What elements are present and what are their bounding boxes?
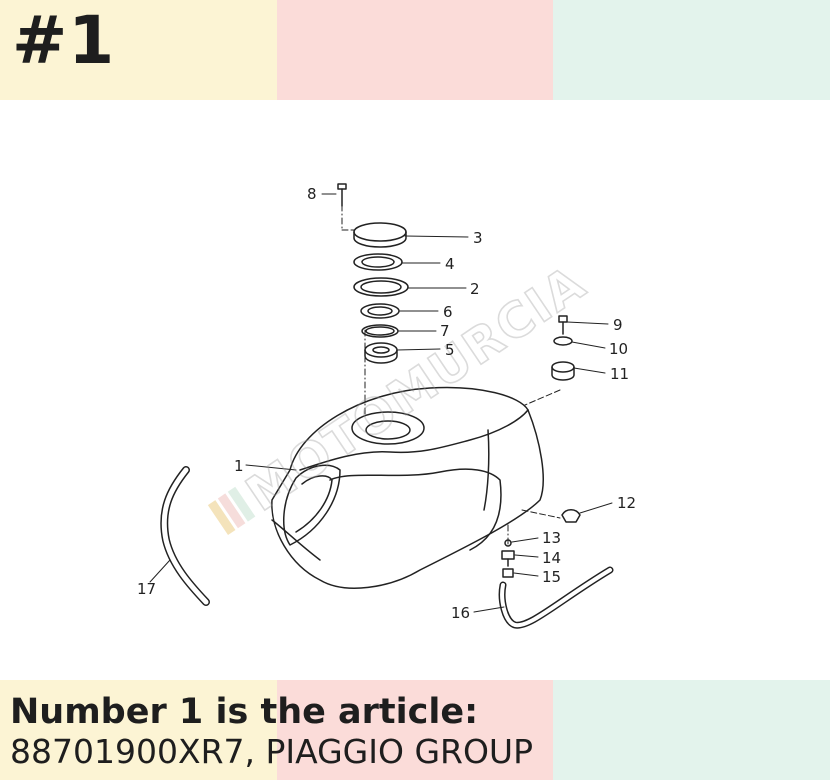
callout-13: 13: [542, 529, 561, 547]
callout-6: 6: [443, 303, 453, 321]
callout-7: 7: [440, 322, 450, 340]
exploded-parts-diagram: MOTOMURCIA 8 3 4 2 6 7 5 9 10 11 12 13 1…: [137, 183, 636, 629]
part-13-washer: [504, 539, 512, 547]
callout-11: 11: [610, 365, 629, 383]
part-6-seal: [360, 303, 400, 319]
callout-10: 10: [609, 340, 628, 358]
part-3-cap: [353, 222, 407, 248]
callout-1: 1: [234, 457, 244, 475]
callout-12: 12: [617, 494, 636, 512]
part-4-gasket: [353, 253, 403, 271]
part-8-bolt: [337, 183, 347, 207]
part-12-clip: [561, 509, 581, 523]
item-number-badge: #1: [12, 2, 116, 79]
callout-17: 17: [137, 580, 156, 598]
part-1-fuel-tank: [271, 386, 544, 589]
caption-article-number: 88701900XR7, PIAGGIO GROUP: [10, 732, 533, 771]
callout-15: 15: [542, 568, 561, 586]
part-16-hose: [498, 566, 614, 629]
band-segment-pink: [276, 680, 554, 780]
article-caption: Number 1 is the article: 88701900XR7, PI…: [10, 692, 533, 772]
part-15-clamp: [502, 568, 514, 578]
callout-9: 9: [613, 316, 623, 334]
part-5-flange: [364, 342, 398, 364]
callout-4: 4: [445, 255, 455, 273]
watermark-text: MOTOMURCIA: [237, 255, 597, 523]
watermark-logo: MOTOMURCIA: [207, 254, 597, 535]
callout-5: 5: [445, 341, 455, 359]
band-segment-green: [553, 0, 830, 100]
band-segment-yellow: [0, 0, 277, 100]
callout-2: 2: [470, 280, 480, 298]
callout-16: 16: [451, 604, 470, 622]
callout-8: 8: [307, 185, 317, 203]
callout-14: 14: [542, 549, 561, 567]
band-segment-green: [553, 680, 830, 780]
part-11-grommet: [551, 361, 575, 381]
part-2-ring: [353, 277, 409, 297]
part-7-oring: [361, 324, 399, 338]
band-segment-yellow: [0, 680, 277, 780]
part-9-screw: [558, 315, 568, 335]
band-segment-pink: [276, 0, 554, 100]
part-10-washer: [553, 336, 573, 346]
bottom-color-band: [0, 680, 830, 780]
part-14-fitting: [501, 550, 515, 567]
top-color-band: [0, 0, 830, 100]
part-17-hose: [160, 466, 210, 606]
callout-3: 3: [473, 229, 483, 247]
caption-heading: Number 1 is the article:: [10, 692, 479, 732]
